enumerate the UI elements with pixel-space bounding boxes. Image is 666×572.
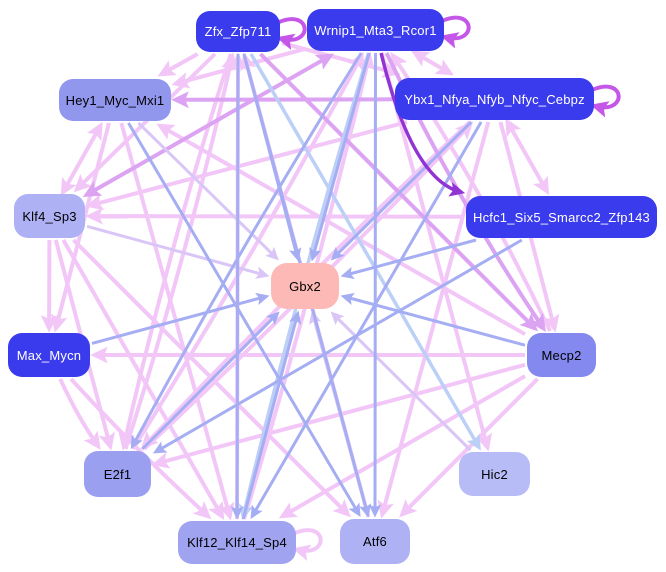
- edge-hcfc1-e2f1: [152, 238, 523, 454]
- edge-hcfc1-gbx2: [340, 238, 477, 280]
- edge-max-klf12: [69, 377, 212, 520]
- edge-hey1-atf6: [127, 122, 361, 518]
- edge-wrnip1-hcfc1: [379, 52, 466, 197]
- self-loop-zfx: [276, 17, 307, 50]
- edge-ybx1-atf6: [377, 121, 491, 519]
- node-zfx[interactable]: Zfx_Zfp711: [196, 11, 280, 52]
- node-atf6[interactable]: Atf6: [340, 519, 410, 564]
- edge-klf4-atf6: [72, 238, 351, 518]
- edge-wrnip1-atf6: [368, 52, 382, 518]
- node-klf12[interactable]: Klf12_Klf14_Sp4: [178, 521, 296, 564]
- node-hcfc1[interactable]: Hcfc1_Six5_Smarcc2_Zfp143: [466, 196, 657, 238]
- edge-hic2-gbx2: [330, 311, 472, 452]
- edge-klf4-wrnip1: [82, 53, 335, 197]
- node-mecp2[interactable]: Mecp2: [527, 333, 596, 377]
- edge-zfx-klf12: [230, 53, 244, 520]
- edge-klf12-gbx2: [241, 310, 302, 520]
- node-gbx2[interactable]: Gbx2: [271, 263, 339, 309]
- node-klf4[interactable]: Klf4_Sp3: [14, 194, 85, 238]
- edge-zfx-hey1: [157, 52, 199, 77]
- edge-ybx1-klf12: [250, 121, 483, 520]
- edge-ybx1-hcfc1: [505, 117, 550, 196]
- node-ybx1[interactable]: Ybx1_Nfya_Nfyb_Nfyc_Cebpz: [395, 78, 594, 120]
- node-wrnip1[interactable]: Wrnip1_Mta3_Rcor1: [307, 9, 444, 51]
- edge-wrnip1-gbx2: [309, 52, 371, 262]
- self-loop-klf12: [292, 528, 323, 561]
- node-e2f1[interactable]: E2f1: [84, 451, 151, 497]
- edge-zfx-mecp2: [259, 52, 538, 332]
- edge-ybx1-gbx2: [330, 120, 473, 261]
- edge-max-e2f1: [58, 378, 101, 450]
- node-hic2[interactable]: Hic2: [459, 452, 530, 496]
- edge-hcfc1-klf4: [85, 207, 465, 225]
- edge-mecp2-klf12: [278, 374, 527, 519]
- edge-zfx-hic2: [249, 53, 481, 451]
- self-loop-wrnip1: [440, 15, 471, 49]
- node-hey1[interactable]: Hey1_Myc_Mxi1: [59, 79, 171, 121]
- edge-wrnip1-e2f1: [130, 52, 363, 450]
- node-max[interactable]: Max_Mycn: [8, 333, 90, 377]
- edge-klf4-klf12: [61, 239, 225, 521]
- edge-wrnip1-ybx1: [411, 50, 454, 76]
- self-loop-ybx1: [590, 84, 621, 118]
- edge-hey1-gbx2: [137, 121, 279, 261]
- edge-ybx1-hey1: [171, 91, 394, 109]
